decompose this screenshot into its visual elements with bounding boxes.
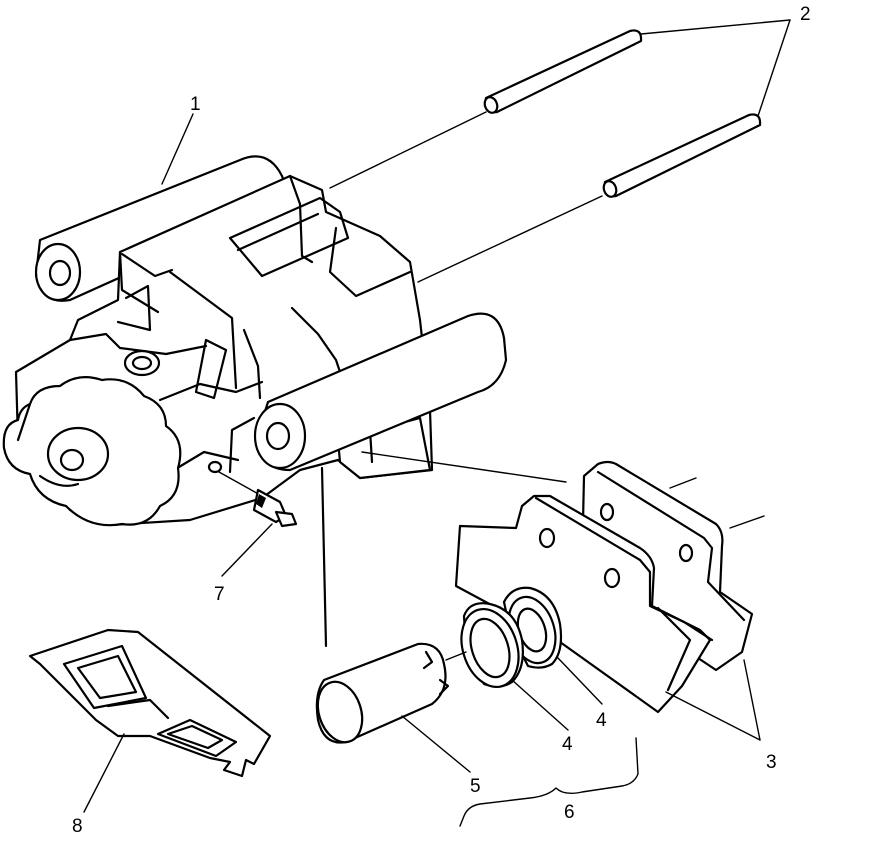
seal-front [460, 602, 524, 689]
leader-line-5 [401, 715, 471, 773]
piston [315, 642, 467, 744]
bleeder-screw [218, 471, 298, 528]
leader-line-1 [161, 113, 194, 185]
leader-line-4b [557, 657, 603, 705]
leader-line-2b [757, 19, 791, 117]
leader-line-4a [511, 679, 569, 731]
pad-guide-line-2 [729, 515, 765, 529]
leader-line-2a [640, 19, 791, 35]
anti-rattle-clip [28, 628, 272, 778]
brake-pad-front [454, 494, 714, 714]
pin-lower [602, 113, 762, 198]
brake-pad-rear [580, 460, 754, 672]
callout-8: 8 [72, 816, 83, 837]
leader-line-8 [83, 733, 125, 813]
callout-4-rear: 4 [596, 710, 607, 731]
group-bracket-6 [459, 737, 639, 827]
callout-4-front: 4 [562, 734, 573, 755]
callout-1: 1 [190, 94, 201, 115]
callout-2: 2 [800, 4, 811, 25]
leader-line-3b [665, 691, 761, 741]
piston-cap [2, 375, 182, 527]
piston-axis-line [320, 466, 328, 648]
callout-7: 7 [214, 584, 225, 605]
pad-axis-line [361, 451, 567, 483]
pin-upper [483, 29, 643, 114]
housing-edge [16, 402, 32, 442]
pad-guide-line-1 [669, 477, 697, 489]
guide-tube-front [253, 312, 508, 472]
callout-6: 6 [564, 802, 575, 823]
callout-5: 5 [470, 776, 481, 797]
leader-line-3a [743, 659, 761, 741]
pin-axis-line-lower [417, 195, 603, 283]
leader-line-7 [221, 523, 273, 577]
pin-axis-line-upper [329, 111, 487, 189]
callout-3: 3 [766, 752, 777, 773]
